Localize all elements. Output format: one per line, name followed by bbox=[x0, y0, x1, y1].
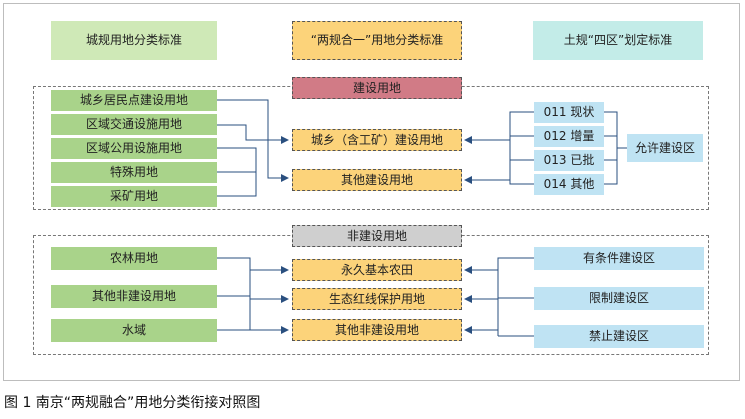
mining-land: 采矿用地 bbox=[51, 186, 217, 207]
figure-caption: 图 1 南京“两规融合”用地分类衔接对照图 bbox=[4, 395, 261, 411]
connector-zone-link bbox=[604, 135, 627, 161]
permanent-basic-farmland: 永久基本农田 bbox=[292, 259, 462, 281]
residential-construction-land: 城乡居民点建设用地 bbox=[51, 90, 217, 111]
construction-land-category: 建设用地 bbox=[292, 77, 462, 99]
connector-public bbox=[216, 147, 257, 178]
ecological-redline-land: 生态红线保护用地 bbox=[292, 288, 462, 310]
connector-nonbuild-left-bus bbox=[216, 257, 251, 330]
regional-transport-land: 区域交通设施用地 bbox=[51, 114, 217, 135]
prohibited-construction-zone: 禁止建设区 bbox=[534, 325, 704, 348]
non-construction-land-category: 非建设用地 bbox=[292, 225, 462, 247]
connector-to-other bbox=[464, 176, 534, 185]
connector-residential bbox=[216, 99, 289, 182]
connector-zone-bracket bbox=[604, 111, 618, 185]
status-increment: 012 增量 bbox=[534, 126, 604, 147]
permitted-construction-zone: 允许建设区 bbox=[627, 134, 703, 162]
water-area: 水域 bbox=[51, 319, 217, 342]
connector-transport bbox=[216, 124, 289, 144]
status-existing: 011 现状 bbox=[534, 102, 604, 123]
agriculture-forestry-land: 农林用地 bbox=[51, 247, 217, 270]
unified-standard-header: “两规合一”用地分类标准 bbox=[292, 21, 462, 60]
status-approved: 013 已批 bbox=[534, 150, 604, 171]
conditional-construction-zone: 有条件建设区 bbox=[534, 247, 704, 270]
other-non-construction-land: 其他非建设用地 bbox=[51, 285, 217, 308]
connector-mining bbox=[216, 178, 257, 197]
other-non-construction-land-unified: 其他非建设用地 bbox=[292, 319, 462, 341]
connector-right-bus bbox=[509, 111, 534, 184]
figure-frame bbox=[3, 3, 740, 381]
connector-nonbuild-right-bus bbox=[497, 257, 534, 336]
other-construction-land: 其他建设用地 bbox=[292, 169, 462, 191]
urban-rural-construction-land: 城乡（含工矿）建设用地 bbox=[292, 129, 462, 151]
restricted-construction-zone: 限制建设区 bbox=[534, 287, 704, 310]
status-other: 014 其他 bbox=[534, 174, 604, 195]
land-plan-standard-header: 土规“四区”划定标准 bbox=[533, 21, 703, 60]
special-land: 特殊用地 bbox=[51, 162, 217, 183]
regional-utility-land: 区域公用设施用地 bbox=[51, 138, 217, 159]
urban-standard-header: 城规用地分类标准 bbox=[51, 21, 217, 60]
